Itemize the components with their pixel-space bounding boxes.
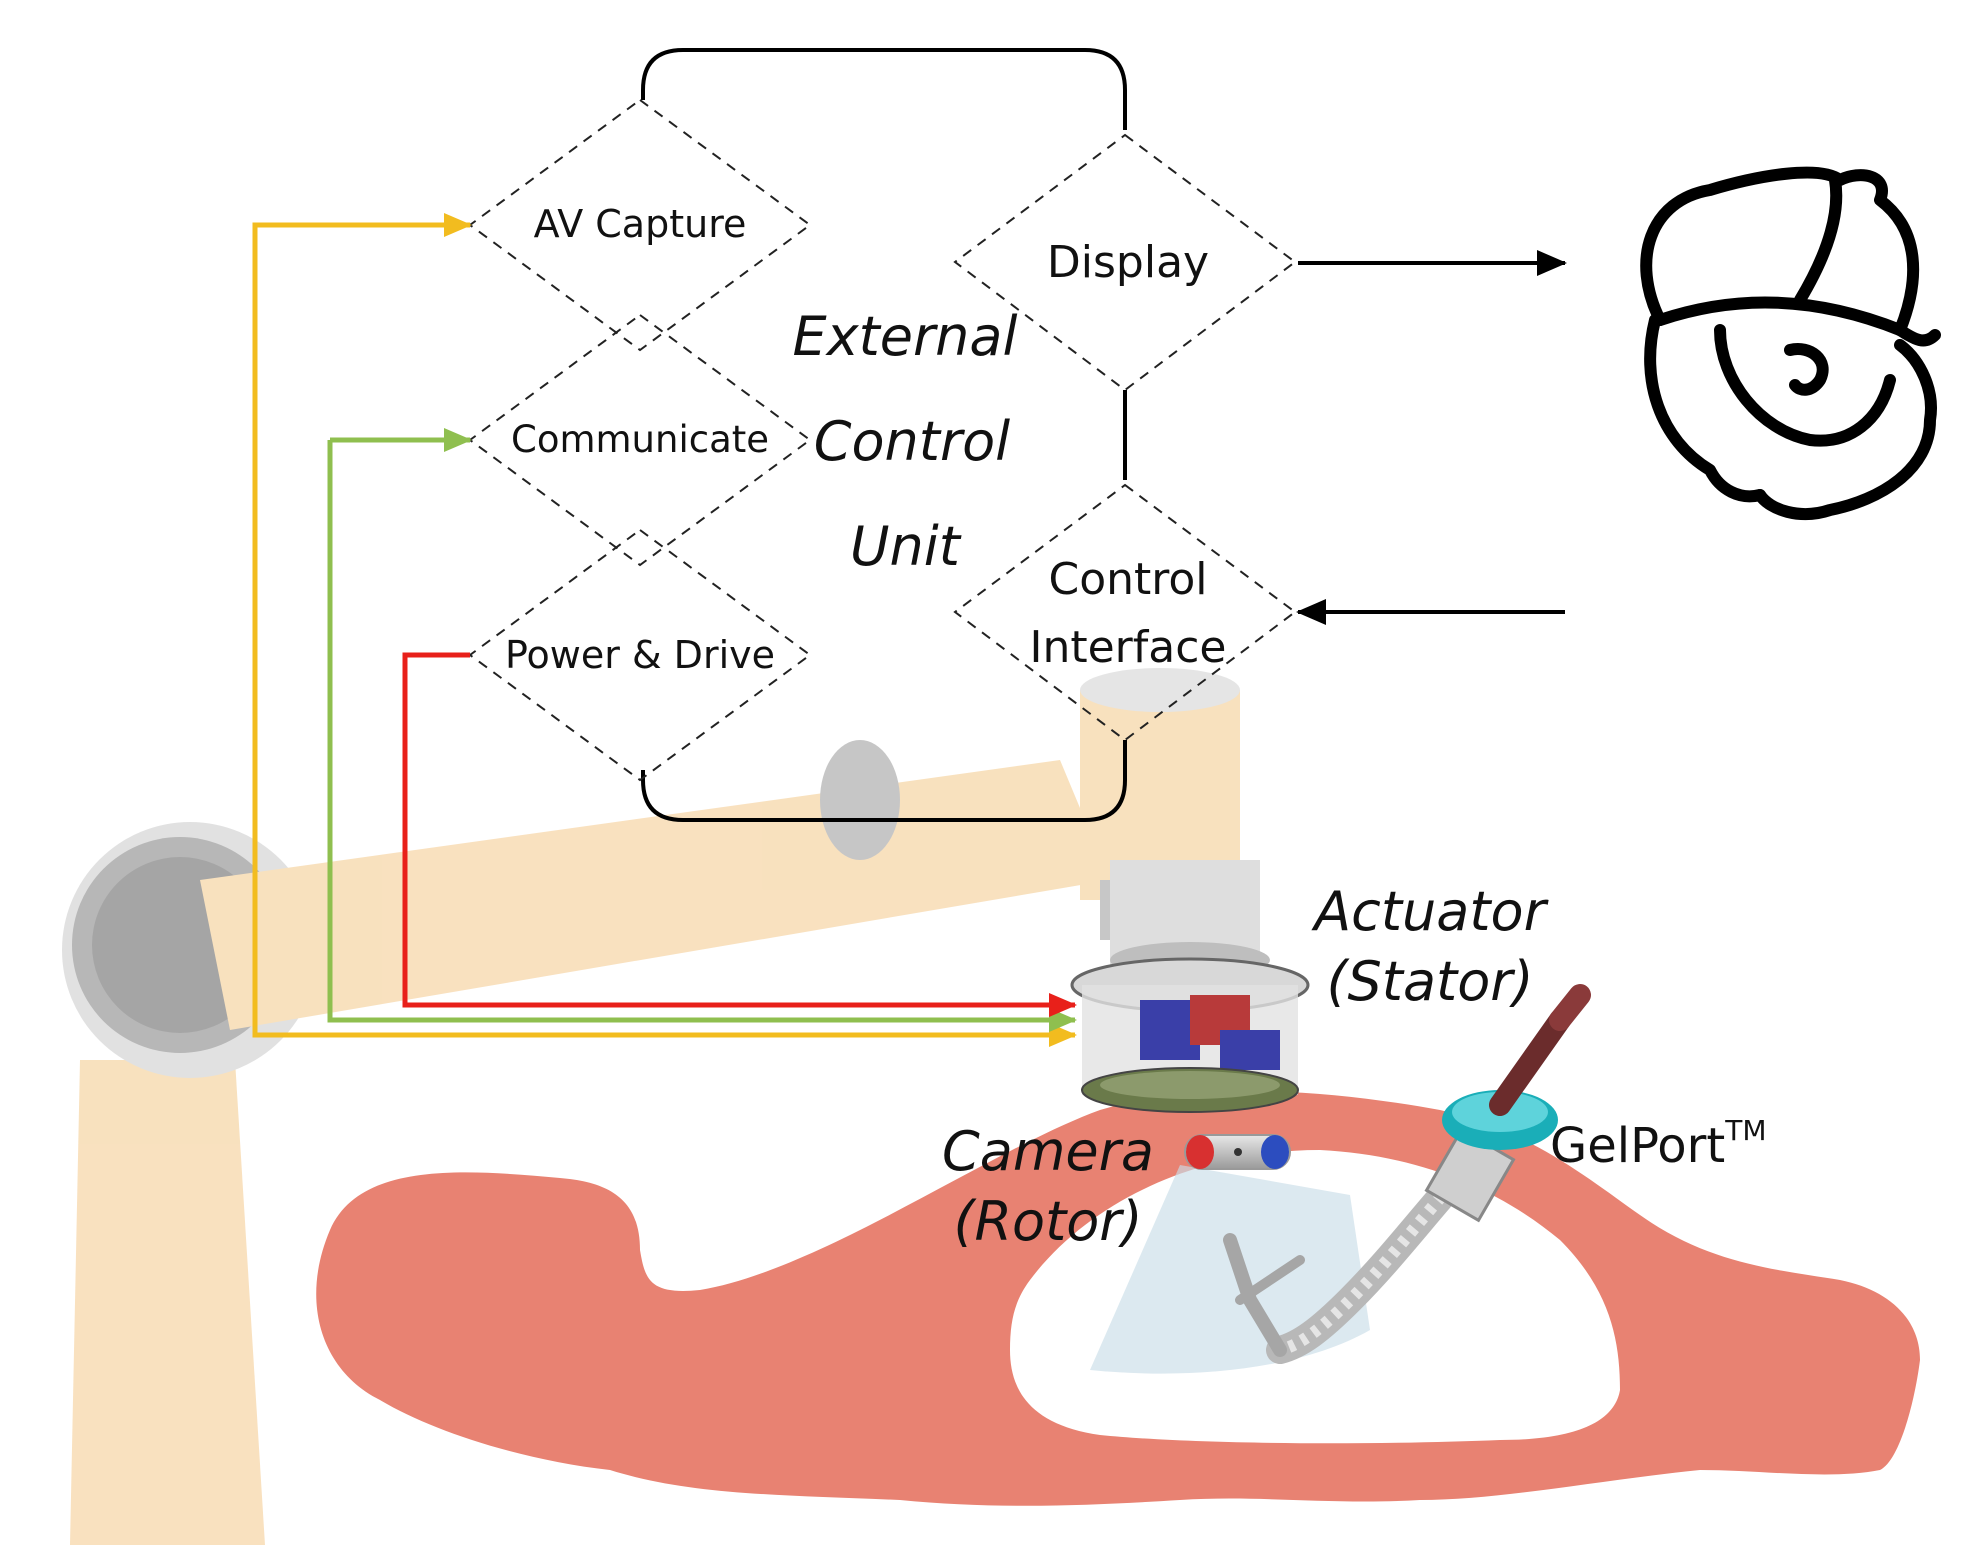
unit-label: Unit xyxy=(850,515,962,578)
actuator-label-line1: Actuator xyxy=(1311,880,1548,943)
surgical-instrument xyxy=(1223,1161,1474,1364)
control-interface-label-line2: Interface xyxy=(1030,622,1227,673)
gelport-name: GelPort xyxy=(1550,1118,1725,1174)
robot-arm-icon xyxy=(62,668,1270,1545)
power-drive-diamond xyxy=(468,528,812,782)
control-label: Control xyxy=(814,410,1010,473)
gelport-icon xyxy=(1424,984,1591,1223)
control-unit-frame xyxy=(641,48,1127,822)
communicate-signal-line xyxy=(327,440,1077,1032)
control-interface-diamond xyxy=(953,483,1297,742)
camera-label-line2: (Rotor) xyxy=(953,1190,1142,1253)
external-label: External xyxy=(793,305,1018,368)
camera-label-line1: Camera xyxy=(942,1120,1154,1183)
communicate-diamond xyxy=(468,313,812,567)
power-drive-label: Power & Drive xyxy=(505,633,775,677)
communicate-label: Communicate xyxy=(511,418,769,461)
display-diamond xyxy=(953,133,1297,392)
display-label: Display xyxy=(1047,237,1209,288)
capsule-camera-icon xyxy=(1184,1134,1291,1170)
surgeon-head-icon xyxy=(1640,166,1941,521)
actuator-label-line2: (Stator) xyxy=(1326,950,1533,1013)
camera-fov xyxy=(1090,1165,1370,1374)
control-interface-label-line1: Control xyxy=(1048,554,1207,605)
power-drive-signal-line xyxy=(402,652,1077,1017)
gelport-tm: TM xyxy=(1724,1114,1766,1147)
av-capture-diamond xyxy=(468,98,812,352)
av-capture-label: AV Capture xyxy=(534,202,747,246)
gelport-label: GelPortTM xyxy=(1550,1114,1766,1174)
actuator-icon xyxy=(1070,957,1310,1113)
